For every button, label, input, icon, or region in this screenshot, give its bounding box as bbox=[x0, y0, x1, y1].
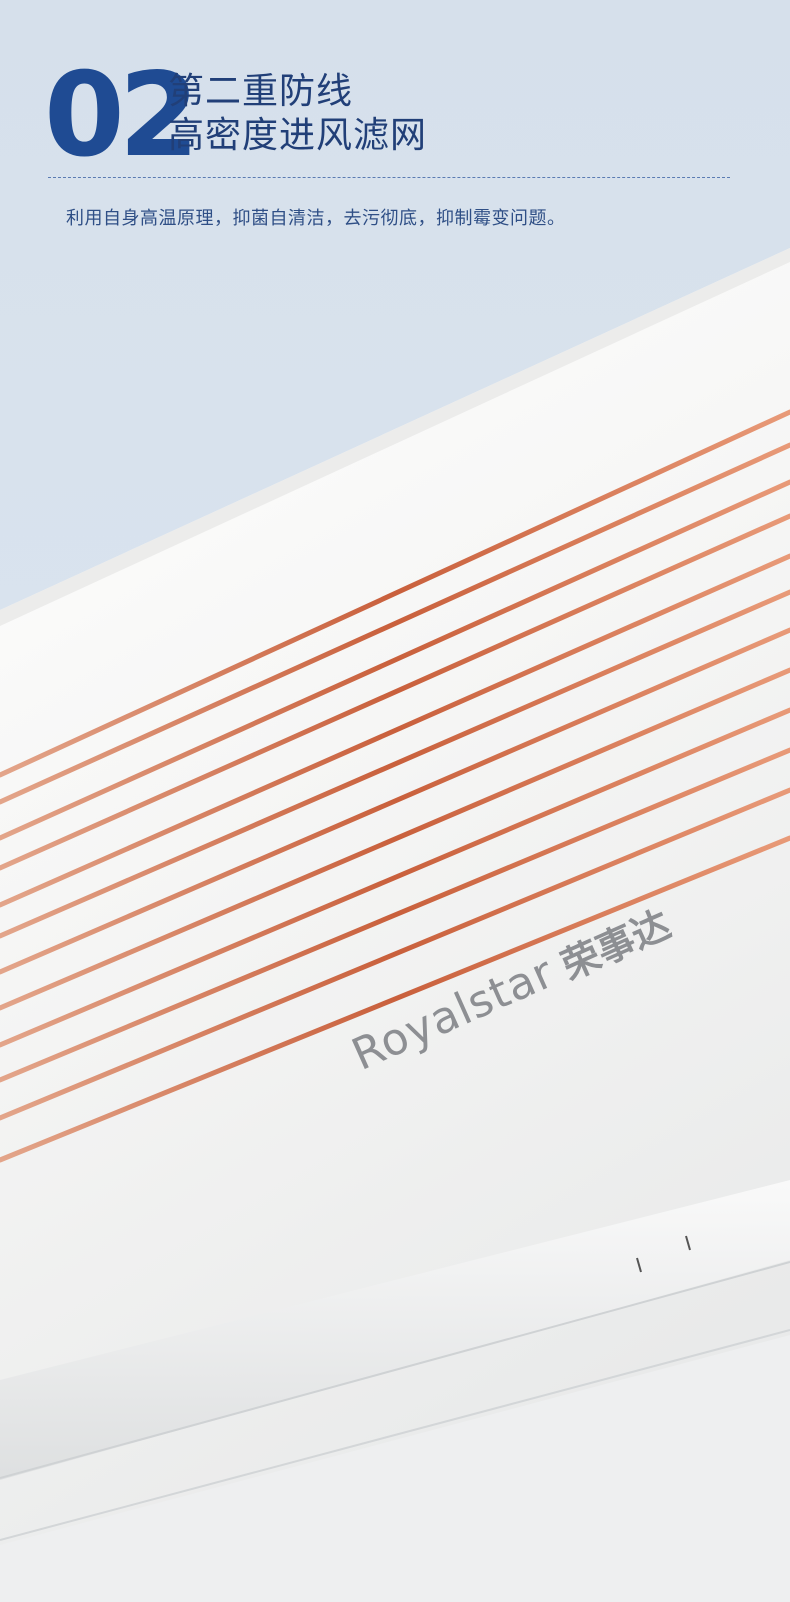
section-title-line1: 第二重防线 bbox=[168, 71, 354, 112]
copper-heating-tubes bbox=[0, 409, 790, 1163]
section-header: 02 第二重防线 高密度进风滤网 利用自身高温原理，抑菌自清洁，去污彻底，抑制霉… bbox=[0, 0, 790, 270]
section-description: 利用自身高温原理，抑菌自清洁，去污彻底，抑制霉变问题。 bbox=[66, 208, 566, 229]
panel-bottom-strip bbox=[0, 1335, 790, 1602]
panel-lower-frame bbox=[0, 1180, 790, 1480]
dashed-divider bbox=[48, 177, 730, 178]
panel-top-edge bbox=[0, 248, 790, 626]
section-title-line2: 高密度进风滤网 bbox=[168, 115, 428, 156]
section-number: 02 bbox=[44, 48, 199, 183]
